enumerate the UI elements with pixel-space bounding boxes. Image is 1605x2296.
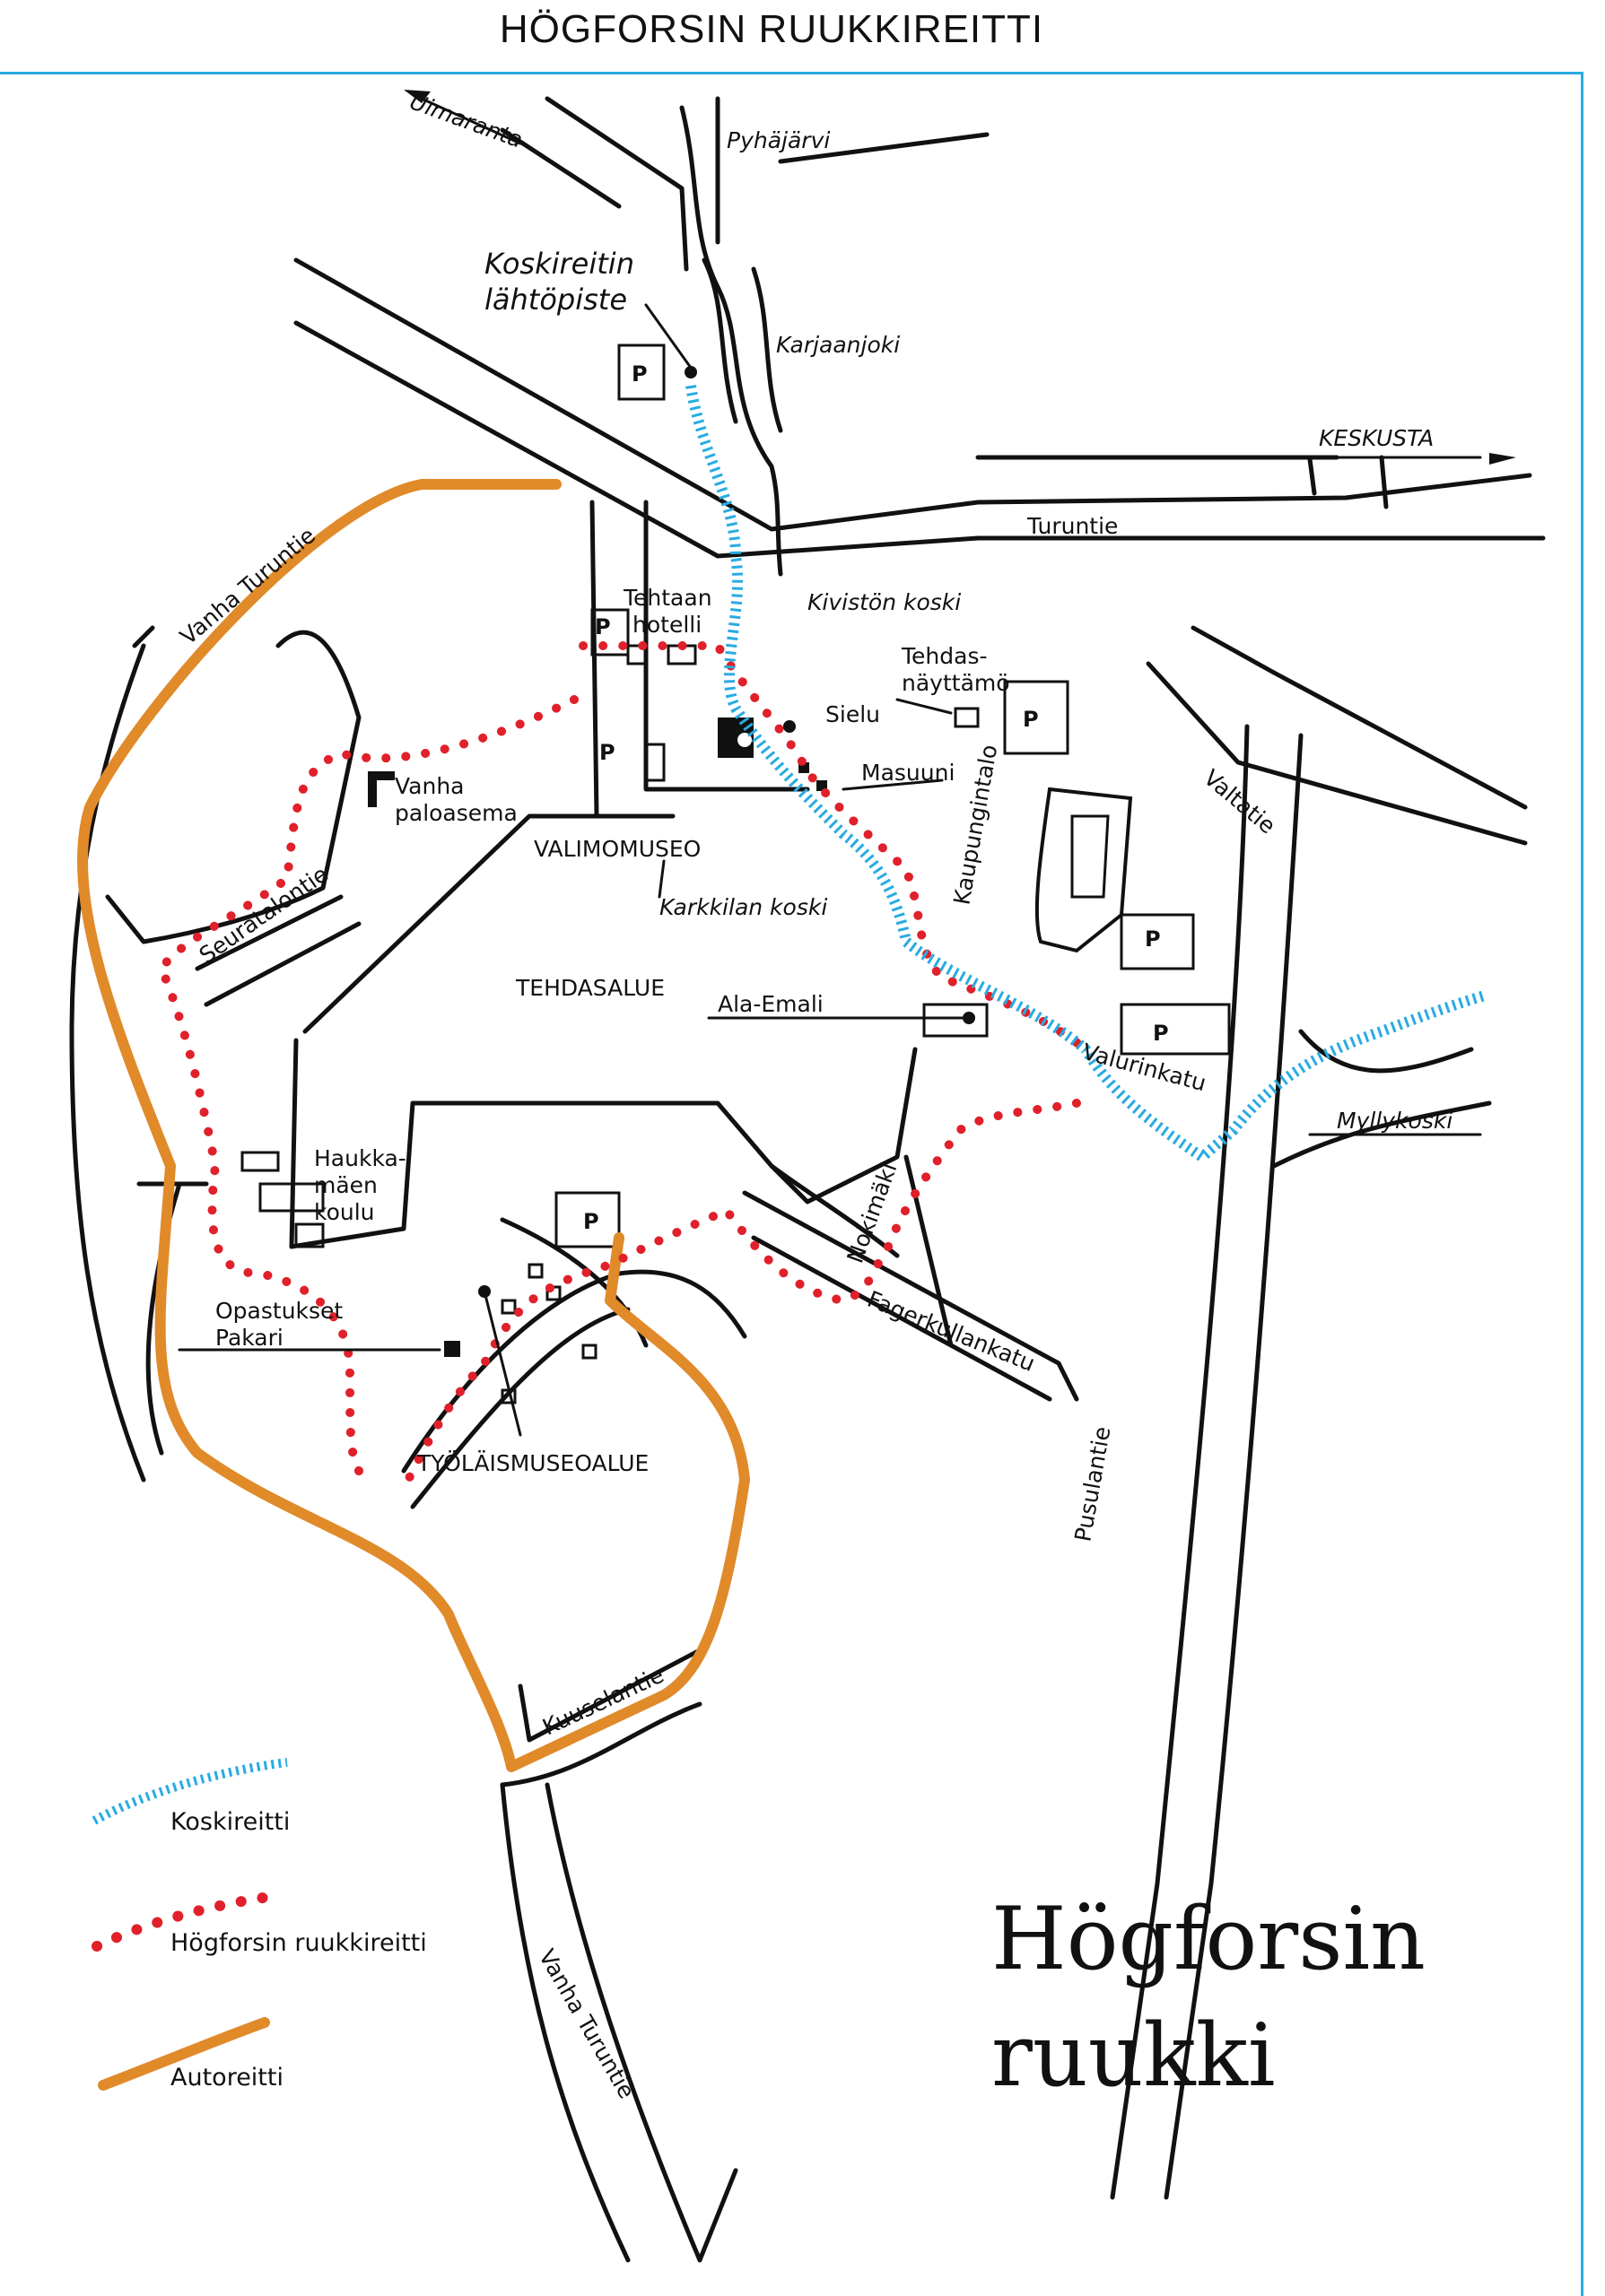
label-tehtaan: Tehtaan — [623, 585, 712, 611]
building-pakari — [444, 1341, 460, 1357]
buildings — [240, 344, 1231, 1405]
label-vanha-turuntie-bottom: Vanha Turuntie — [534, 1945, 641, 2103]
marker-ala-emali — [963, 1012, 975, 1024]
pointers — [178, 90, 1516, 1437]
label-pusulantie: Pusulantie — [1069, 1424, 1115, 1544]
label-valtatie: Valtatie — [1199, 764, 1280, 839]
arrow-icon — [1489, 453, 1516, 465]
parking-icon: P — [632, 361, 648, 387]
label-myllykoski: Myllykoski — [1337, 1108, 1452, 1134]
map-title-line1: Högforsin — [991, 1889, 1426, 1989]
building — [294, 1222, 325, 1248]
label-tyolaismuseoalue: TYÖLÄISMUSEOALUE — [416, 1450, 649, 1476]
label-karkkilan-koski: Karkkilan koski — [659, 894, 827, 920]
label-koskireitin: Koskireitin — [484, 247, 634, 281]
building-hotel-parking — [590, 608, 630, 657]
label-lahtopiste: lähtöpiste — [484, 283, 627, 317]
building-kaupungintalo — [1003, 680, 1069, 755]
marker-koskireitti-start — [685, 366, 697, 378]
legend: Koskireitti Högforsin ruukkireitti Autor… — [92, 1758, 427, 2092]
label-hotelli: hotelli — [632, 612, 702, 638]
label-uimaranta: Uimaranta — [406, 88, 526, 152]
building — [816, 780, 827, 791]
label-valurinkatu: Valurinkatu — [1079, 1039, 1208, 1097]
legend-ruukkireitti-swatch — [92, 1892, 275, 1952]
pointer-line — [644, 303, 693, 370]
legend-koskireitti-swatch — [92, 1758, 288, 1825]
label-ala-emali: Ala-Emali — [718, 991, 824, 1017]
building — [644, 743, 666, 782]
parking-icon: P — [599, 740, 615, 765]
pointer-uimaranta — [420, 97, 522, 145]
pointer-line — [842, 778, 944, 791]
label-valimomuseo: VALIMOMUSEO — [534, 836, 701, 862]
pointer-line — [658, 859, 666, 899]
label-turuntie: Turuntie — [1026, 513, 1118, 539]
label-vanha: Vanha — [395, 773, 465, 799]
label-kiviston-koski: Kivistön koski — [807, 589, 961, 615]
building-parking-valurinkatu — [1120, 1003, 1231, 1056]
road-network — [69, 96, 1546, 2263]
legend-autoreitti-label: Autoreitti — [170, 2064, 283, 2092]
label-opastukset: Opastukset — [215, 1298, 343, 1324]
parking-icon: P — [1145, 926, 1161, 952]
building — [501, 1299, 517, 1315]
legend-koskireitti-label: Koskireitti — [170, 1808, 290, 1836]
building — [581, 1344, 598, 1360]
legend-ruukkireitti-label: Högforsin ruukkireitti — [170, 1929, 427, 1957]
label-maen: mäen — [314, 1172, 378, 1198]
marker-sielu — [783, 720, 796, 733]
building-parking-kaupungintalo — [1120, 913, 1195, 970]
map-frame — [0, 72, 1583, 2296]
building — [240, 1151, 280, 1172]
label-paloasema: paloasema — [395, 800, 518, 826]
building-tehdasnayttamo — [954, 707, 980, 728]
parking-labels: P P P P P P P — [583, 361, 1169, 1234]
parking-icon: P — [1153, 1021, 1169, 1046]
label-kaupungintalo: Kaupungintalo — [948, 743, 1002, 907]
label-fagerkullankatu: Fagerkullankatu — [864, 1286, 1039, 1377]
legend-autoreitti-swatch — [98, 2017, 270, 2091]
arrow-icon — [404, 90, 431, 103]
label-tehdasalue: TEHDASALUE — [515, 975, 665, 1001]
building — [528, 1263, 544, 1279]
parking-icon: P — [583, 1209, 599, 1234]
autoreitti-route — [77, 479, 750, 1772]
building-parking-tyolaismuseo — [554, 1191, 621, 1248]
label-karjaanjoki: Karjaanjoki — [776, 332, 900, 358]
parking-icon: P — [595, 614, 611, 639]
pointer-line — [895, 698, 953, 715]
page-title: HÖGFORSIN RUUKKIREITTI — [499, 7, 1044, 51]
label-tehdas: Tehdas- — [901, 643, 987, 669]
building-ala-emali — [922, 1003, 989, 1038]
parking-icon: P — [1023, 707, 1039, 732]
building — [1070, 814, 1110, 899]
label-nayttamo: näyttämö — [902, 670, 1010, 696]
label-pakari: Pakari — [215, 1325, 283, 1351]
building-haukkamaen-koulu — [258, 1182, 325, 1213]
building-parking-koskireitti — [617, 344, 666, 401]
pointer-line — [483, 1290, 522, 1437]
building-vanha-paloasema — [368, 771, 395, 807]
ruukkireitti-route — [156, 641, 1090, 1493]
label-koulu: koulu — [314, 1199, 375, 1225]
building-kaupungintalo-block — [1034, 787, 1133, 953]
building — [626, 644, 648, 665]
label-pyhajarvi: Pyhäjärvi — [727, 127, 830, 153]
label-keskusta: KESKUSTA — [1319, 425, 1434, 451]
label-haukka: Haukka- — [314, 1145, 406, 1171]
building-marker — [737, 733, 752, 747]
label-seuratalontie: Seuratalontie — [195, 861, 333, 969]
label-masuuni: Masuuni — [861, 760, 955, 786]
map-title-line2: ruukki — [991, 2005, 1276, 2106]
label-sielu: Sielu — [825, 701, 880, 727]
